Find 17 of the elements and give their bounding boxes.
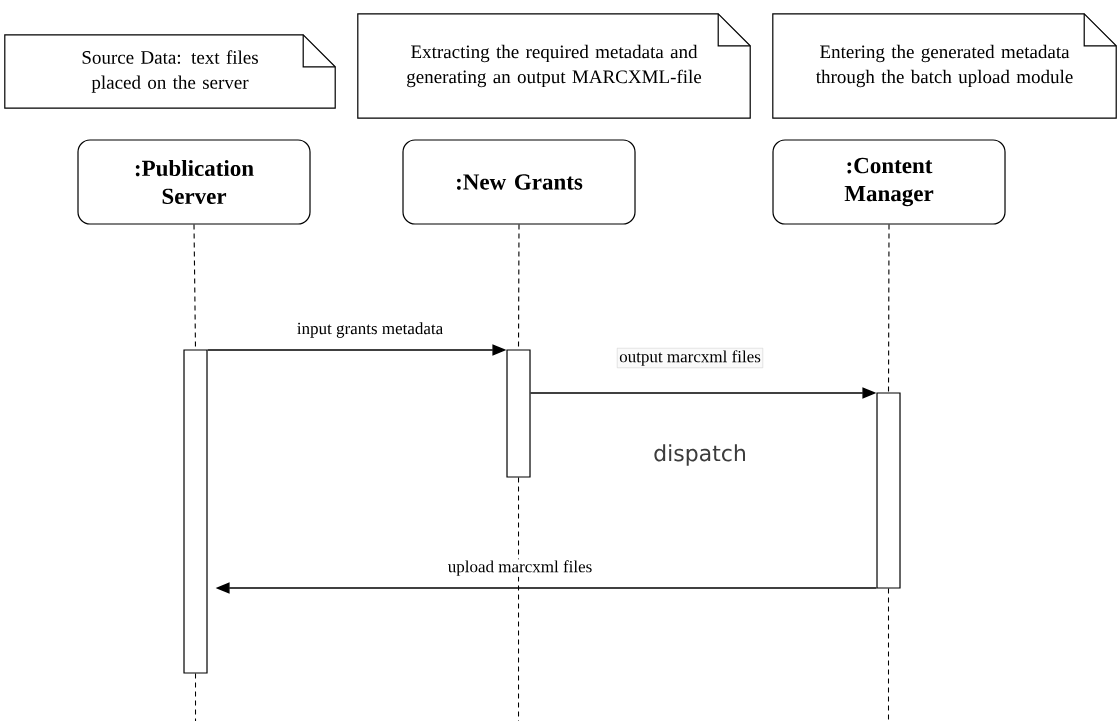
lifeline-head: :Content Manager — [772, 139, 1006, 225]
lifeline — [194, 673, 197, 721]
edge-label: input grants metadata — [295, 321, 445, 339]
activation-bar — [876, 392, 901, 589]
note: Entering the generated metadata through the batch upload module — [772, 13, 1117, 119]
lifeline — [887, 224, 890, 393]
lifeline — [517, 477, 520, 721]
lifeline-head: :Publication Server — [77, 139, 311, 225]
edge-label: output marcxml files — [617, 348, 764, 368]
edge-label: upload marcxml files — [446, 559, 594, 577]
activation-bar — [183, 349, 208, 674]
lifeline-head: :New Grants — [402, 139, 636, 225]
activation-bar — [506, 349, 531, 478]
note: Source Data: text files placed on the server — [4, 34, 336, 109]
lifeline — [887, 588, 890, 721]
note: Extracting the required metadata and generating an output MARCXML-file — [357, 13, 751, 119]
note-text: dispatch — [654, 444, 745, 466]
